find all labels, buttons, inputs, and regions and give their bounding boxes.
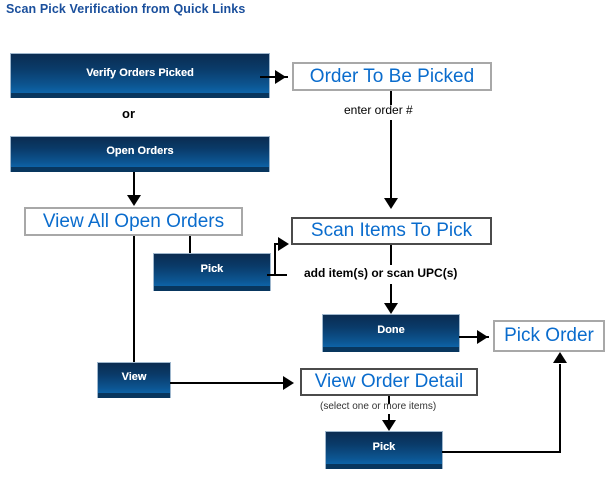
- view-label: View: [121, 371, 147, 383]
- connector-order-stub-top: [390, 91, 392, 105]
- done-label: Done: [377, 324, 405, 336]
- order-to-be-picked-label: Order To Be Picked: [309, 65, 475, 87]
- connector-viewall-to-pick: [189, 236, 191, 254]
- done-button[interactable]: Done: [322, 314, 460, 352]
- open-orders-button[interactable]: Open Orders: [10, 136, 270, 172]
- pick-order-screen[interactable]: Pick Order: [493, 320, 605, 352]
- connector-done-to-pickorder: [459, 336, 489, 338]
- enter-order-number-label: enter order #: [344, 103, 413, 117]
- connector-scan-stub-top: [390, 245, 392, 265]
- arrow-order-to-scan-icon: [384, 198, 398, 209]
- view-all-open-orders-label: View All Open Orders: [42, 210, 225, 232]
- order-to-be-picked-screen[interactable]: Order To Be Picked: [292, 62, 492, 91]
- view-all-open-orders-screen[interactable]: View All Open Orders: [24, 207, 243, 236]
- arrow-pick-to-scan-icon: [278, 237, 289, 251]
- connector-verify-to-order: [260, 76, 288, 78]
- connector-detail-stub-top: [388, 396, 390, 404]
- or-divider-label: or: [122, 106, 135, 121]
- view-order-detail-label: View Order Detail: [314, 371, 464, 392]
- verify-orders-picked-label: Verify Orders Picked: [86, 66, 194, 79]
- arrow-openorders-to-viewall-icon: [127, 195, 141, 206]
- arrow-detail-to-pick-icon: [382, 420, 396, 431]
- pick-from-list-label: Pick: [200, 263, 224, 275]
- connector-viewall-to-view: [133, 236, 135, 362]
- select-items-caption-label: (select one or more items): [320, 401, 437, 412]
- page-title: Scan Pick Verification from Quick Links: [6, 2, 246, 16]
- connector-view-to-detail: [170, 382, 290, 384]
- arrow-done-to-pickorder-icon: [477, 330, 488, 344]
- scan-items-to-pick-screen[interactable]: Scan Items To Pick: [291, 217, 492, 245]
- arrow-scan-to-done-icon: [384, 303, 398, 314]
- connector-order-to-scan: [390, 120, 392, 202]
- scan-items-to-pick-label: Scan Items To Pick: [310, 220, 473, 241]
- pick-from-detail-label: Pick: [372, 441, 396, 453]
- add-items-caption-label: add item(s) or scan UPC(s): [304, 266, 458, 280]
- connector-pickdetail-elbow-bottom: [442, 451, 561, 453]
- connector-pickdetail-elbow-riser: [559, 364, 561, 452]
- view-button[interactable]: View: [97, 362, 171, 398]
- connector-scan-to-done: [390, 284, 392, 308]
- arrow-view-to-detail-icon: [283, 376, 294, 390]
- view-order-detail-screen[interactable]: View Order Detail: [300, 368, 478, 396]
- arrow-verify-to-order-icon: [275, 70, 286, 84]
- connector-openorders-to-viewall: [133, 172, 135, 200]
- pick-from-list-button[interactable]: Pick: [153, 253, 271, 291]
- connector-pick-elbow-riser: [274, 244, 276, 276]
- verify-orders-picked-button[interactable]: Verify Orders Picked: [10, 53, 270, 98]
- open-orders-label: Open Orders: [106, 145, 174, 157]
- pick-from-detail-button[interactable]: Pick: [325, 431, 443, 469]
- pick-order-label: Pick Order: [504, 325, 594, 346]
- arrow-pickdetail-to-pickorder-icon: [553, 352, 567, 363]
- connector-detail-to-pick: [388, 414, 390, 424]
- connector-pick-elbow-bottom: [267, 274, 287, 276]
